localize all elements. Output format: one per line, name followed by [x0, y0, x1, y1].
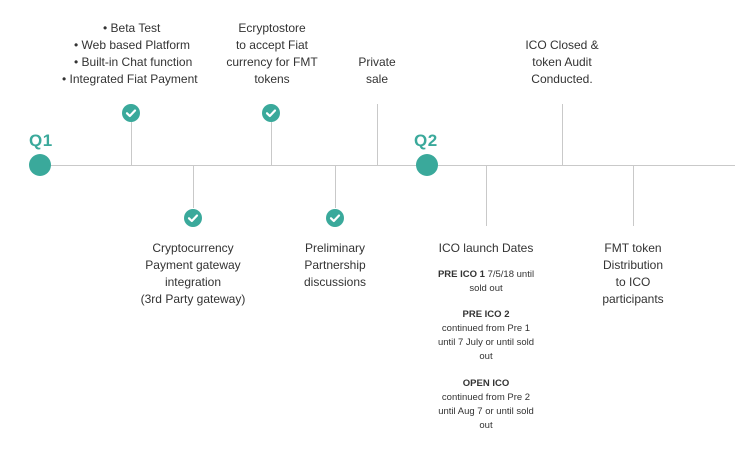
milestone-ico-closed-text: ICO Closed & token Audit Conducted. [525, 38, 599, 86]
check-icon [122, 104, 140, 122]
milestone-partnership-text: Preliminary Partnership discussions [303, 241, 367, 289]
check-icon [326, 209, 344, 227]
stem-beta [131, 122, 132, 165]
stem-ico-launch [486, 165, 487, 226]
ico-launch-title: ICO launch Dates [438, 241, 534, 255]
timeline-axis [40, 165, 735, 166]
milestone-beta-text: • Beta Test • Web based Platform • Built… [62, 21, 198, 86]
quarter-label-q1: Q1 [29, 131, 53, 150]
pre-ico-1-block: PRE ICO 1 7/5/18 until sold out [437, 269, 535, 294]
stem-private-sale [377, 104, 378, 165]
stem-distribution [633, 165, 634, 226]
quarter-label-q2: Q2 [414, 131, 438, 150]
milestone-distribution-text: FMT token Distribution to ICO participan… [602, 241, 664, 306]
check-icon [262, 104, 280, 122]
stem-ecryptostore [271, 122, 272, 165]
pre-ico-2-block: PRE ICO 2 continued from Pre 1 until 7 J… [437, 309, 535, 362]
quarter-marker-q2 [416, 154, 438, 176]
milestone-ecryptostore-text: Ecryptostore to accept Fiat currency for… [226, 21, 318, 86]
milestone-private-sale-text: Private sale [358, 55, 396, 86]
open-ico-block: OPEN ICO continued from Pre 2 until Aug … [438, 378, 534, 431]
stem-ico-closed [562, 104, 563, 165]
check-icon [184, 209, 202, 227]
stem-partnership [335, 165, 336, 208]
milestone-payment-gateway-text: Cryptocurrency Payment gateway integrati… [140, 241, 246, 306]
quarter-marker-q1 [29, 154, 51, 176]
stem-payment-gateway [193, 165, 194, 208]
